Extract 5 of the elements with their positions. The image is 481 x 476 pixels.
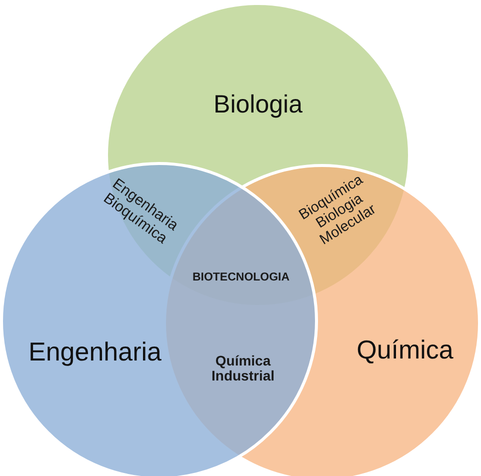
circle-title: Biologia bbox=[214, 90, 302, 120]
circle-title: Química bbox=[356, 334, 454, 366]
overlap-label: Química Industrial bbox=[212, 354, 274, 384]
overlap-label: BIOTECNOLOGIA bbox=[192, 272, 290, 284]
circle-title: Engenharia bbox=[28, 336, 162, 368]
